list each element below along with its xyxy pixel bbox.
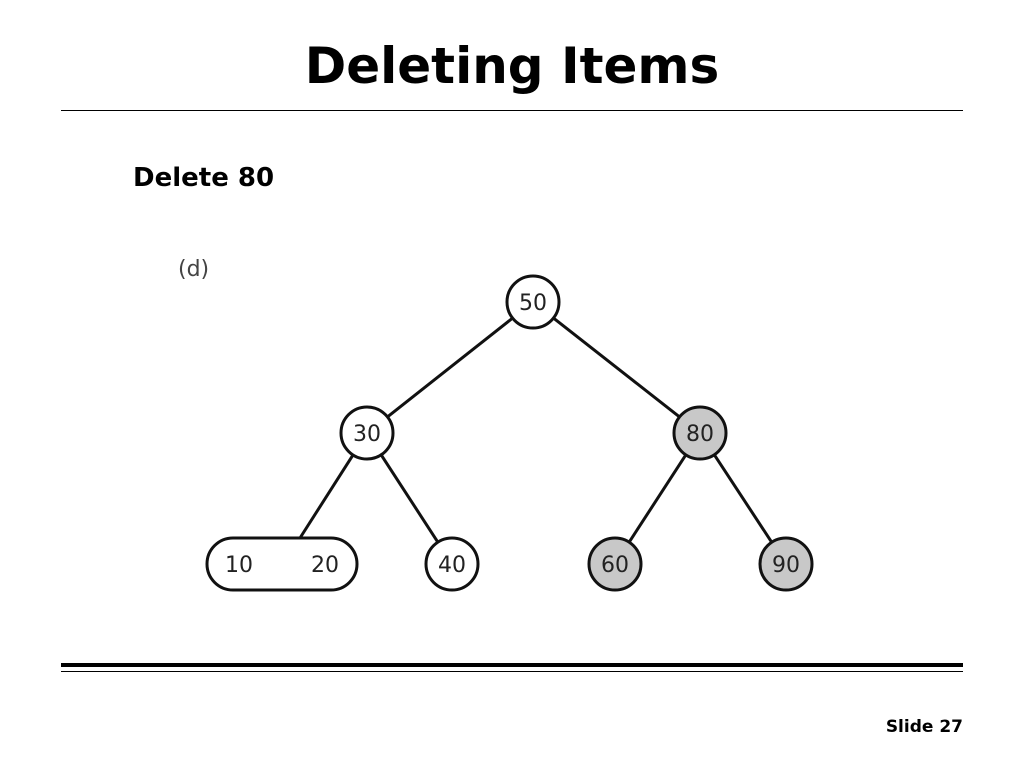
footer-divider-thin [61, 671, 963, 672]
node-key-40: 40 [438, 553, 466, 578]
node-key-60: 60 [601, 553, 629, 578]
tree-edges [298, 316, 773, 544]
node-key-90: 90 [772, 553, 800, 578]
node-shape [339, 405, 395, 461]
tree-node-30: 30 [339, 405, 395, 461]
footer-divider-thick [61, 663, 963, 667]
tree-nodes: 50 30 80 10 20 40 60 90 [205, 274, 814, 592]
node-key-80: 80 [686, 422, 714, 447]
edge-30-40 [379, 453, 440, 544]
edge-50-80 [552, 316, 681, 419]
slide-subtitle: Delete 80 [133, 163, 275, 193]
edge-50-30 [386, 316, 514, 419]
title-divider [61, 110, 963, 111]
node-key-30: 30 [353, 422, 381, 447]
node-key-20: 20 [311, 553, 339, 578]
tree-node-80: 80 [672, 405, 728, 461]
node-key-50: 50 [519, 291, 547, 316]
node-shape [758, 536, 814, 592]
node-key-10: 10 [225, 553, 253, 578]
tree-node-10-20: 10 20 [205, 536, 359, 592]
edge-30-1020 [298, 454, 355, 539]
tree-node-40: 40 [424, 536, 480, 592]
slide-number: Slide 27 [885, 717, 963, 737]
edge-80-90 [713, 453, 773, 544]
node-shape [505, 274, 561, 330]
tree-node-90: 90 [758, 536, 814, 592]
tree-node-50: 50 [505, 274, 561, 330]
node-shape [672, 405, 728, 461]
node-shape [587, 536, 643, 592]
panel-label: (d) [178, 257, 209, 282]
node-shape [424, 536, 480, 592]
tree-node-60: 60 [587, 536, 643, 592]
node-shape [205, 536, 359, 592]
slide-title: Deleting Items [304, 37, 720, 95]
edge-80-60 [627, 453, 688, 544]
